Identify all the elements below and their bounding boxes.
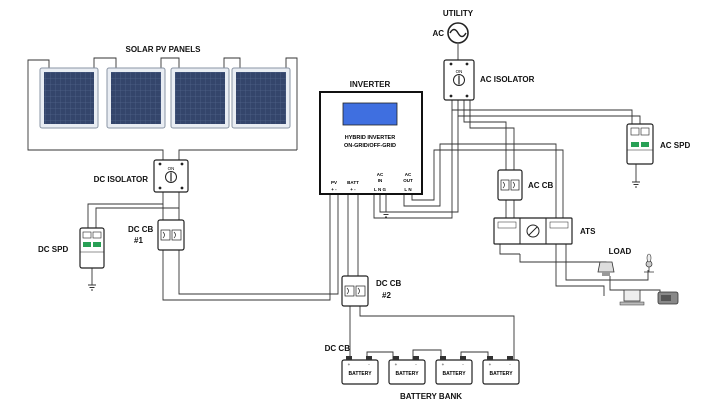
terminal-ac-out-pins: L N — [404, 187, 411, 192]
dc-isolator: ON DC ISOLATOR — [94, 159, 189, 193]
dc-isolator-on-label: ON — [168, 166, 175, 171]
ac-isolator-on-label: ON — [456, 69, 463, 74]
ac-isolator-label: AC ISOLATOR — [480, 75, 535, 84]
dc-spd-label: DC SPD — [38, 245, 68, 254]
computer-icon — [619, 289, 645, 306]
inverter-label: INVERTER — [350, 80, 391, 89]
terminal-ac-in-label-2: IN — [378, 178, 383, 183]
battery: + - BATTERY — [341, 356, 379, 385]
ac-source-label: AC — [432, 29, 444, 38]
battery: + - BATTERY — [435, 356, 473, 385]
battery-bank-label: BATTERY BANK — [400, 392, 462, 401]
solar-panel — [39, 67, 99, 129]
dc-cb-2-label: DC CB — [376, 279, 402, 288]
solar-pv-panels-label: SOLAR PV PANELS — [126, 45, 202, 54]
appliance-icon — [657, 291, 679, 305]
dc-cb-battery-label: DC CB — [325, 344, 351, 353]
load-label: LOAD — [609, 247, 632, 256]
inverter: INVERTER HYBRID INVERTER ON-GRID/OFF-GRI… — [319, 80, 423, 195]
battery-bank: DC CB + - BATTERY + - BATTERY + - BATTER… — [325, 344, 520, 401]
ac-isolator: ON AC ISOLATOR — [443, 59, 535, 101]
terminal-ac-out-label-2: OUT — [403, 178, 413, 183]
battery-label: BATTERY — [395, 371, 419, 377]
load-group: LOAD — [597, 247, 679, 306]
wiring — [27, 44, 661, 360]
battery-label: BATTERY — [348, 371, 372, 377]
utility-label: UTILITY — [443, 9, 474, 18]
dc-cb-1-number: #1 — [134, 236, 143, 245]
battery-plus: + — [489, 362, 492, 367]
battery-plus: + — [442, 362, 445, 367]
solar-pv-array: SOLAR PV PANELS — [39, 45, 291, 129]
ats-label: ATS — [580, 227, 596, 236]
dc-cb-1-label: DC CB — [128, 225, 154, 234]
battery-minus: - — [462, 362, 464, 367]
terminal-batt-label: BATT — [347, 180, 359, 185]
battery-label: BATTERY — [442, 371, 466, 377]
terminal-batt-polarity: + - — [350, 187, 356, 192]
dc-cb-2-number: #2 — [382, 291, 391, 300]
dc-spd: DC SPD — [38, 227, 105, 269]
battery-label: BATTERY — [489, 371, 513, 377]
battery: + - BATTERY — [482, 356, 520, 385]
terminal-ac-out-label: AC — [405, 172, 412, 177]
battery-minus: - — [509, 362, 511, 367]
sine-wave-icon — [449, 28, 467, 38]
lamp-icon — [597, 261, 615, 276]
solar-panel — [106, 67, 166, 129]
solar-panel — [231, 67, 291, 129]
utility-source: UTILITY AC — [432, 9, 474, 44]
ac-spd: AC SPD — [626, 123, 690, 165]
dc-cb-2: DC CB #2 — [341, 275, 402, 307]
terminal-pv-label: PV — [331, 180, 337, 185]
ac-cb-label: AC CB — [528, 181, 554, 190]
inverter-screen — [342, 102, 398, 126]
fan-icon — [644, 253, 654, 273]
battery-plus: + — [348, 362, 351, 367]
solar-panel — [170, 67, 230, 129]
ats: ATS — [493, 217, 596, 245]
battery: + - BATTERY — [388, 356, 426, 385]
battery-minus: - — [415, 362, 417, 367]
battery-plus: + — [395, 362, 398, 367]
ac-cb: AC CB — [497, 169, 554, 201]
terminal-pv-polarity: + - — [331, 187, 337, 192]
inverter-model-line2: ON-GRID/OFF-GRID — [344, 143, 396, 149]
inverter-model-line1: HYBRID INVERTER — [345, 135, 395, 141]
terminal-ac-in-label: AC — [377, 172, 384, 177]
battery-minus: - — [368, 362, 370, 367]
dc-isolator-label: DC ISOLATOR — [94, 175, 149, 184]
dc-cb-1: DC CB #1 — [128, 219, 185, 251]
terminal-ac-in-pins: L N G — [374, 187, 386, 192]
ac-spd-label: AC SPD — [660, 141, 690, 150]
